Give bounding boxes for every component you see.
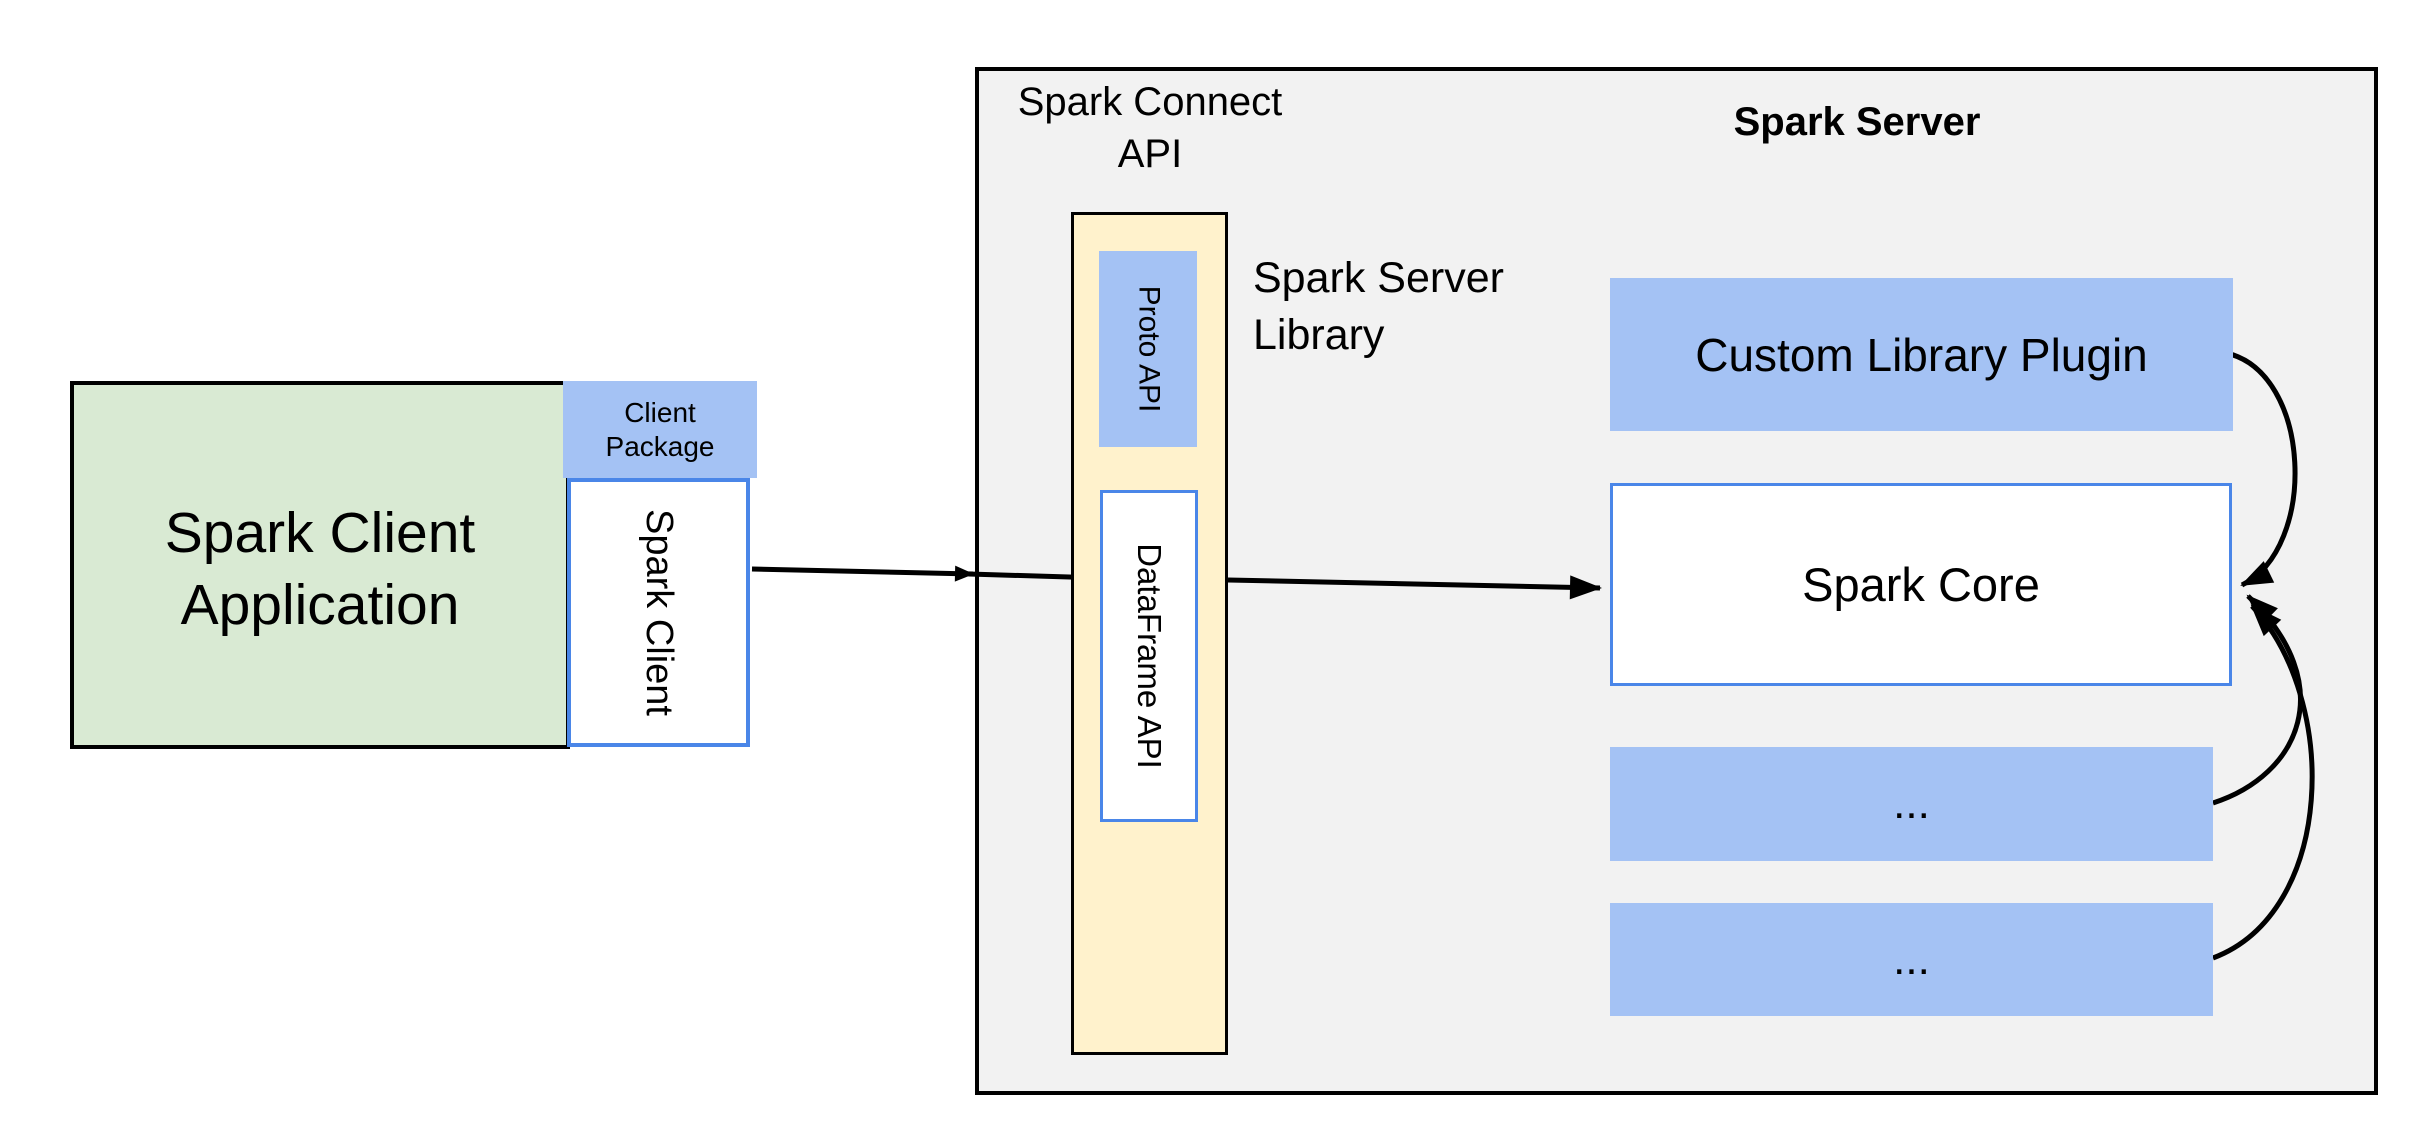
arrow-client-to-connect-api — [751, 565, 974, 582]
spark-client-box: Spark Client — [567, 478, 750, 747]
spark-client-application-label-line2: Application — [180, 573, 460, 637]
spark-client-application-box: Spark Client Application — [70, 381, 570, 749]
spark-server-library-label: Spark Server Library — [1253, 250, 1613, 364]
spark-server-title: Spark Server — [1733, 100, 1981, 144]
plugin-slot-2-label: ... — [1893, 934, 1930, 984]
proto-api-label: Proto API — [1132, 285, 1165, 413]
proto-api-box: Proto API — [1099, 251, 1197, 447]
spark-server-library-label-line1: Spark Server — [1253, 254, 1504, 302]
client-package-label: Client Package — [605, 396, 715, 462]
spark-client-application-label-line1: Spark Client — [164, 501, 476, 565]
spark-core-box: Spark Core — [1610, 483, 2232, 686]
spark-core-label: Spark Core — [1802, 558, 2040, 611]
dataframe-api-label: DataFrame API — [1131, 543, 1168, 769]
spark-connect-api-title-line2: API — [1117, 132, 1183, 176]
dataframe-api-box: DataFrame API — [1100, 490, 1198, 822]
spark-server-library-label-line2: Library — [1253, 311, 1385, 359]
client-package-box: Client Package — [563, 381, 757, 478]
spark-connect-api-title-line1: Spark Connect — [1017, 80, 1283, 124]
plugin-slot-1-label: ... — [1893, 779, 1930, 828]
spark-client-label: Spark Client — [638, 509, 681, 716]
plugin-slot-2-box: ... — [1610, 903, 2213, 1016]
custom-library-plugin-label: Custom Library Plugin — [1695, 328, 2148, 381]
custom-library-plugin-box: Custom Library Plugin — [1610, 278, 2233, 431]
plugin-slot-1-box: ... — [1610, 747, 2213, 861]
spark-connect-api-title: Spark Connect API — [980, 76, 1320, 180]
